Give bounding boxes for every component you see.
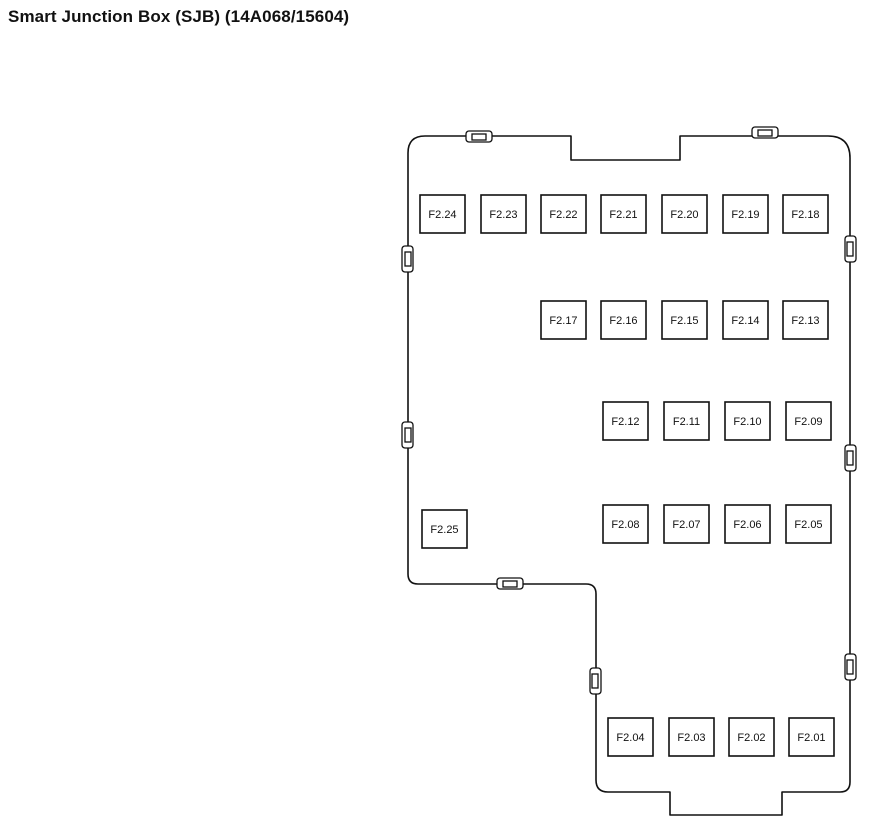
fuse-slot [782,194,829,234]
fuse-f2-07: F2.07 [663,504,710,544]
fuse-label: F2.02 [737,732,765,744]
fuse-slot [602,401,649,441]
mounting-clip [465,130,493,143]
fuse-label: F2.01 [797,732,825,744]
mounting-clip [844,653,857,681]
fuse-label: F2.08 [611,519,639,531]
fuse-f2-22: F2.22 [540,194,587,234]
fuse-f2-05: F2.05 [785,504,832,544]
fuse-f2-16: F2.16 [600,300,647,340]
mounting-clip [751,126,779,139]
fuse-slot [540,194,587,234]
fuse-slot [663,504,710,544]
fuse-f2-12: F2.12 [602,401,649,441]
fuse-slot [724,504,771,544]
fuse-label: F2.23 [489,209,517,221]
fuse-f2-23: F2.23 [480,194,527,234]
fuse-layer: F2.24 F2.23 F2.22 F2.21 F2.20 F2.19 F2.18F2.17… [419,194,835,757]
fuse-f2-09: F2.09 [785,401,832,441]
fuse-f2-17: F2.17 [540,300,587,340]
fuse-f2-24: F2.24 [419,194,466,234]
fuse-f2-14: F2.14 [722,300,769,340]
fuse-slot [480,194,527,234]
fuse-label: F2.24 [428,209,456,221]
fuse-label: F2.22 [549,209,577,221]
fuse-slot [661,194,708,234]
fuse-f2-01: F2.01 [788,717,835,757]
fuse-slot [785,401,832,441]
fuse-slot [728,717,775,757]
fuse-slot [724,401,771,441]
mounting-clip [844,235,857,263]
mounting-clip [844,444,857,472]
fuse-label: F2.16 [609,315,637,327]
mounting-clip [401,421,414,449]
fuse-label: F2.18 [791,209,819,221]
fuse-label: F2.07 [672,519,700,531]
fuse-f2-18: F2.18 [782,194,829,234]
fuse-label: F2.04 [616,732,644,744]
fuse-slot [661,300,708,340]
mounting-clip [589,667,602,695]
fuse-label: F2.13 [791,315,819,327]
fuse-label: F2.12 [611,416,639,428]
fuse-label: F2.10 [733,416,761,428]
fuse-f2-03: F2.03 [668,717,715,757]
fuse-slot [540,300,587,340]
fuse-f2-20: F2.20 [661,194,708,234]
fuse-slot [607,717,654,757]
fuse-label: F2.19 [731,209,759,221]
fuse-f2-21: F2.21 [600,194,647,234]
fuse-slot [663,401,710,441]
fuse-slot [600,194,647,234]
fuse-slot [668,717,715,757]
fuse-label: F2.11 [673,416,700,428]
fuse-f2-19: F2.19 [722,194,769,234]
fuse-label: F2.20 [670,209,698,221]
fuse-slot [722,300,769,340]
page-title: Smart Junction Box (SJB) (14A068/15604) [8,7,350,26]
fuse-label: F2.25 [430,524,458,536]
fuse-f2-13: F2.13 [782,300,829,340]
fuse-slot [419,194,466,234]
fuse-f2-06: F2.06 [724,504,771,544]
fuse-label: F2.17 [549,315,577,327]
fuse-f2-02: F2.02 [728,717,775,757]
fuse-f2-08: F2.08 [602,504,649,544]
fuse-label: F2.15 [670,315,698,327]
fuse-slot [785,504,832,544]
fuse-label: F2.05 [794,519,822,531]
fuse-label: F2.21 [609,209,637,221]
fuse-label: F2.06 [733,519,761,531]
fuse-slot [600,300,647,340]
mounting-clip [496,577,524,590]
fuse-f2-10: F2.10 [724,401,771,441]
fuse-slot [722,194,769,234]
fuse-f2-11: F2.11 [663,401,710,441]
fuse-label: F2.14 [731,315,759,327]
fuse-f2-25: F2.25 [421,509,468,549]
fuse-slot [782,300,829,340]
fuse-label: F2.09 [794,416,822,428]
fuse-slot [788,717,835,757]
fuse-label: F2.03 [677,732,705,744]
fuse-f2-15: F2.15 [661,300,708,340]
mounting-clip [401,245,414,273]
fuse-slot [421,509,468,549]
fuse-slot [602,504,649,544]
fuse-f2-04: F2.04 [607,717,654,757]
junction-box-housing [407,135,851,816]
